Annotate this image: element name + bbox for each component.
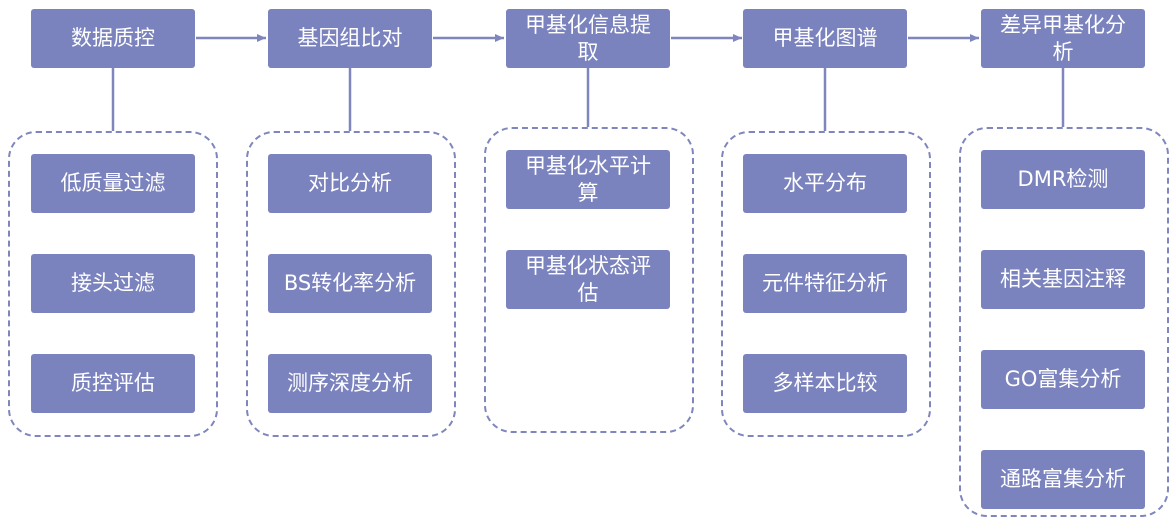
group-stage5 [959,127,1169,517]
step-methylation-state-eval: 甲基化状态评估 [506,250,670,309]
step-methylation-level-calc: 甲基化水平计算 [506,150,670,209]
step-gene-annotation: 相关基因注释 [981,250,1145,309]
step-dmr-detection: DMR检测 [981,150,1145,209]
group-stage3 [484,127,694,433]
stage-header-profile: 甲基化图谱 [743,9,907,68]
group-stage1 [8,131,218,437]
step-alignment-analysis: 对比分析 [268,154,432,213]
step-go-enrichment: GO富集分析 [981,350,1145,409]
stage-header-extraction: 甲基化信息提取 [506,9,670,68]
step-adapter-filter: 接头过滤 [31,254,195,313]
step-multi-sample-compare: 多样本比较 [743,354,907,413]
step-pathway-enrichment: 通路富集分析 [981,450,1145,509]
stage-header-qc: 数据质控 [31,9,195,68]
group-stage4 [721,131,931,437]
step-level-distribution: 水平分布 [743,154,907,213]
step-low-quality-filter: 低质量过滤 [31,154,195,213]
group-stage2 [246,131,456,437]
step-element-feature-analysis: 元件特征分析 [743,254,907,313]
stage-header-differential: 差异甲基化分析 [981,9,1145,68]
step-qc-assessment: 质控评估 [31,354,195,413]
step-bs-conversion-rate: BS转化率分析 [268,254,432,313]
step-sequencing-depth: 测序深度分析 [268,354,432,413]
stage-header-alignment: 基因组比对 [268,9,432,68]
